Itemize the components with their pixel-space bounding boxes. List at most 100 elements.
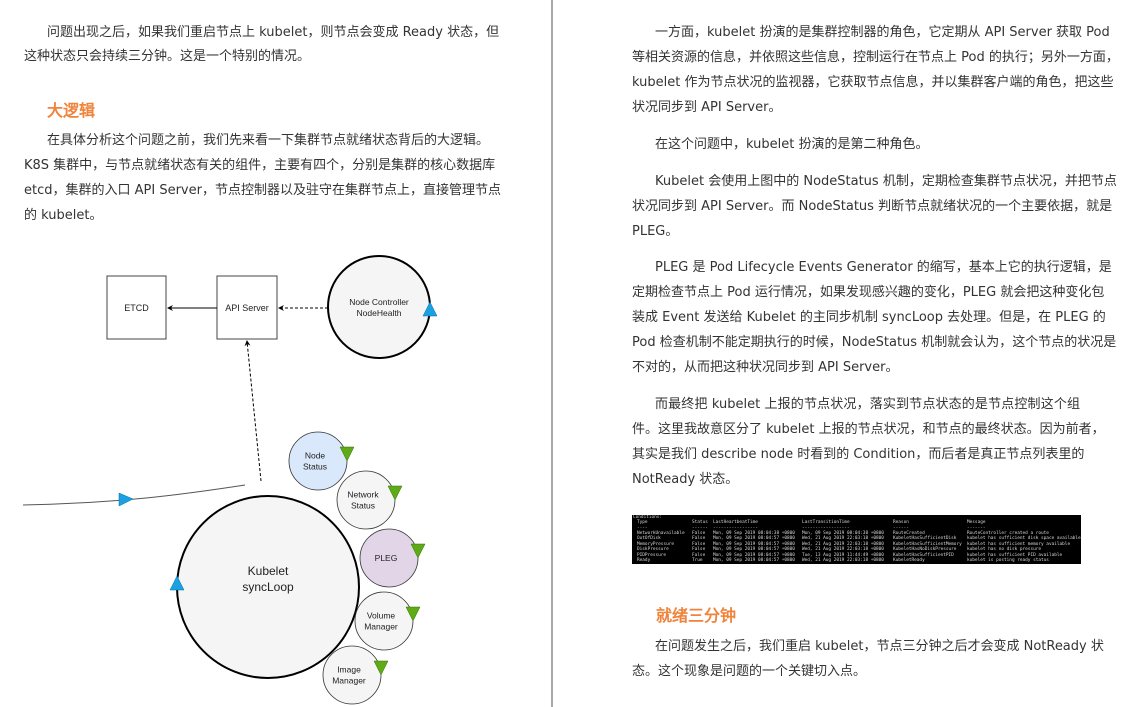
terminal-cell: RouteCreated bbox=[893, 531, 925, 536]
paragraph-line: 件。这里我故意区分了 kubelet 上报的节点状况，和节点的最终状态。因为前者… bbox=[632, 422, 1105, 437]
paragraph-line: 不对的，从而把这种状况同步到 API Server。 bbox=[632, 360, 899, 375]
etcd-label: ETCD bbox=[124, 303, 149, 313]
terminal-cell: ------ bbox=[692, 525, 708, 531]
terminal-cell: False bbox=[692, 552, 706, 558]
terminal-cell: OutOfDisk bbox=[637, 536, 661, 542]
terminal-cell: Mon, 09 Sep 2019 08:04:57 +0800 bbox=[713, 541, 795, 547]
terminal-cell: Type bbox=[637, 520, 648, 525]
terminal-cell: Reason bbox=[893, 520, 909, 525]
terminal-cell: ------------------ bbox=[802, 525, 850, 531]
terminal-cell: KubeletHasSufficientDisk bbox=[893, 536, 957, 542]
etcd-box bbox=[106, 275, 167, 340]
paragraph-line: 而最终把 kubelet 上报的节点状况，落实到节点状态的是节点控制这个组 bbox=[655, 397, 1080, 412]
image-manager-label: Image bbox=[337, 665, 361, 675]
terminal-cell: False bbox=[692, 536, 706, 542]
paragraph-line: K8S 集群中，与节点就绪状态有关的组件，主要有四个，分别是集群的核心数据库 bbox=[24, 158, 496, 173]
terminal-cell: ------- bbox=[967, 525, 986, 531]
architecture-diagram: ETCD API Server Node Controller NodeHeal… bbox=[22, 255, 438, 705]
paragraph-line: 一方面，kubelet 扮演的是集群控制器的角色，它定期从 API Server… bbox=[655, 25, 1110, 40]
terminal-cell: Mon, 09 Sep 2019 08:04:57 +0800 bbox=[713, 547, 795, 553]
heading-ready-three-minutes: 就绪三分钟 bbox=[656, 606, 737, 625]
green-triangle-icon bbox=[339, 446, 355, 462]
api-server-label: API Server bbox=[225, 303, 269, 313]
terminal-cell: Status bbox=[692, 520, 708, 525]
terminal-cell: True bbox=[692, 558, 703, 563]
paragraph-line: PLEG。 bbox=[632, 224, 679, 239]
terminal-cell: Wed, 21 Aug 2019 22:03:18 +0800 bbox=[802, 547, 884, 553]
network-status-label: Status bbox=[351, 501, 375, 511]
terminal-cell: Mon, 09 Sep 2019 08:04:38 +0800 bbox=[802, 531, 884, 536]
network-status-label: Network bbox=[347, 490, 379, 500]
terminal-cell: LastTransitionTime bbox=[802, 520, 850, 525]
paragraph-line: 装成 Event 发送给 Kubelet 的主同步机制 syncLoop 去处理… bbox=[632, 310, 1106, 325]
heading-big-logic: 大逻辑 bbox=[47, 101, 96, 120]
terminal-cell: False bbox=[692, 547, 706, 553]
kubelet-label-1: Kubelet bbox=[248, 564, 289, 578]
terminal-cell: PIDPressure bbox=[637, 552, 667, 558]
input-curve bbox=[22, 484, 246, 506]
terminal-cell: Mon, 09 Sep 2019 08:04:57 +0800 bbox=[713, 558, 795, 563]
terminal-cell: Wed, 21 Aug 2019 22:03:18 +0800 bbox=[802, 536, 884, 542]
paragraph-line: 的 kubelet。 bbox=[24, 208, 103, 223]
paragraph-line: 状况同步到 API Server。 bbox=[632, 100, 782, 115]
terminal-cell: Mon, 09 Sep 2019 08:04:57 +0800 bbox=[713, 552, 795, 558]
terminal-cell: Mon, 09 Sep 2019 08:04:38 +0800 bbox=[713, 531, 795, 536]
terminal-cell: KubeletHasSufficientPID bbox=[893, 552, 954, 558]
terminal-cell: KubeletHasSufficientMemory bbox=[893, 541, 962, 547]
terminal-cell: kubelet has sufficient disk space availa… bbox=[967, 536, 1081, 542]
image-manager-label: Manager bbox=[332, 676, 366, 686]
terminal-cell: DiskPressure bbox=[637, 547, 669, 553]
paragraph-line: NotReady 状态。 bbox=[632, 472, 739, 487]
blue-triangle-icon bbox=[118, 492, 134, 507]
node-controller-label-2: NodeHealth bbox=[357, 308, 402, 318]
paragraph-line: 态。这个现象是问题的一个关键切入点。 bbox=[632, 664, 867, 679]
terminal-cell: KubeletHasNoDiskPressure bbox=[893, 547, 957, 553]
paragraph-line: etcd，集群的入口 API Server，节点控制器以及驻守在集群节点上，直接… bbox=[24, 183, 501, 198]
paragraph-line: 问题出现之后，如果我们重启节点上 kubelet，则节点会变成 Ready 状态… bbox=[47, 25, 500, 40]
green-triangle-icon bbox=[387, 485, 403, 501]
green-triangle-icon bbox=[373, 660, 389, 676]
paragraph-line: 状况同步到 API Server。而 NodeStatus 判断节点就绪状况的一… bbox=[632, 199, 1113, 214]
terminal-cell: MemoryPressure bbox=[637, 541, 675, 547]
terminal-cell: KubeletReady bbox=[893, 558, 925, 563]
terminal-cell: ----------------- bbox=[713, 525, 758, 531]
node-controller-circle bbox=[327, 255, 431, 359]
node-status-label: Status bbox=[303, 462, 327, 472]
paragraph-line: kubelet 作为节点状况的监视器，它获取节点信息，并以集群客户端的角色，把这… bbox=[632, 75, 1114, 90]
green-triangle-icon bbox=[410, 543, 426, 559]
terminal-cell: False bbox=[692, 531, 706, 536]
terminal-cell: ---- bbox=[637, 525, 648, 531]
terminal-cell: Wed, 21 Aug 2019 22:03:18 +0800 bbox=[802, 558, 884, 563]
terminal-cell: ------ bbox=[893, 525, 909, 531]
terminal-cell: Ready bbox=[637, 558, 651, 563]
terminal-title: Conditions: bbox=[633, 515, 663, 520]
paragraph-line: 这种状态只会持续三分钟。这是一个特别的情况。 bbox=[24, 49, 311, 64]
terminal-cell: NetworkUnavailable bbox=[637, 531, 685, 536]
paragraph-line: 定期检查节点上 Pod 运行情况，如果发现感兴趣的变化，PLEG 就会把这种变化… bbox=[632, 285, 1105, 300]
terminal-cell: RouteController created a route bbox=[967, 531, 1049, 536]
node-status-label: Node bbox=[305, 451, 326, 461]
kubelet-to-api-arrow bbox=[244, 340, 262, 482]
api-server-box bbox=[216, 275, 278, 340]
paragraph-line: 在问题发生之后，我们重启 kubelet，节点三分钟之后才会变成 NotRead… bbox=[655, 639, 1104, 654]
terminal-cell: kubelet has sufficient memory available bbox=[967, 541, 1071, 547]
terminal-cell: Tue, 13 Aug 2019 11:44:49 +0800 bbox=[802, 552, 884, 558]
blue-triangle-icon bbox=[422, 301, 438, 317]
paragraph-line: PLEG 是 Pod Lifecycle Events Generator 的缩… bbox=[655, 260, 1112, 275]
terminal-cell: False bbox=[692, 541, 706, 547]
terminal-cell: Wed, 21 Aug 2019 22:03:18 +0800 bbox=[802, 541, 884, 547]
green-triangle-icon bbox=[405, 606, 421, 622]
volume-manager-label: Volume bbox=[367, 611, 396, 621]
paragraph-line: 其实是我们 describe node 时看到的 Condition，而后者是真… bbox=[632, 447, 1085, 462]
terminal-cell: kubelet is posting ready status bbox=[967, 558, 1049, 563]
volume-manager-label: Manager bbox=[364, 622, 398, 632]
blue-triangle-icon bbox=[169, 575, 185, 591]
terminal-cell: kubelet has no disk pressure bbox=[967, 547, 1042, 553]
terminal-cell: Message bbox=[967, 520, 986, 525]
kubelet-label-2: syncLoop bbox=[242, 580, 294, 594]
paragraph-line: 在具体分析这个问题之前，我们先来看一下集群节点就绪状态背后的大逻辑。 bbox=[47, 133, 490, 148]
paragraph-line: 在这个问题中，kubelet 扮演的是第二种角色。 bbox=[655, 137, 929, 152]
pleg-label: PLEG bbox=[375, 553, 398, 563]
paragraph-line: Pod 检查机制不能定期执行的时候，NodeStatus 机制就会认为，这个节点… bbox=[632, 335, 1117, 350]
